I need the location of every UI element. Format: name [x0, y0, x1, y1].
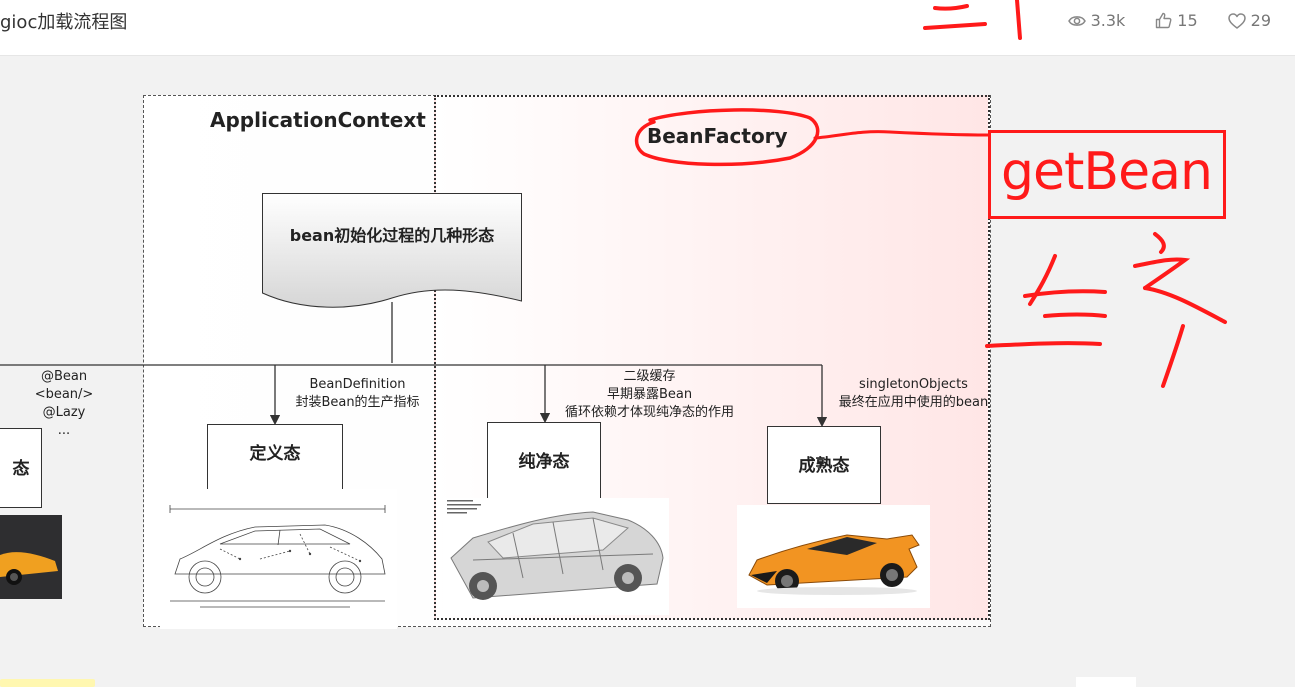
- car-blueprint-drawing: [160, 489, 397, 629]
- application-context-label: ApplicationContext: [210, 108, 426, 132]
- state-label: 成熟态: [798, 456, 850, 476]
- likes-count: 15: [1177, 11, 1198, 30]
- car-chassis-image: [443, 498, 669, 615]
- sports-car-image: [737, 505, 930, 608]
- thumbs-up-icon: [1156, 12, 1172, 29]
- sports-car-thumbnail: [0, 515, 62, 599]
- bean-factory-circle-scribble: [634, 108, 990, 167]
- favorite-button[interactable]: 29: [1227, 11, 1271, 30]
- blueprint-car-image: [160, 489, 397, 629]
- note-line: 早期暴露Bean: [606, 387, 693, 402]
- note-line: 最终在应用中使用的bean: [838, 395, 989, 410]
- get-bean-label: getBean: [1001, 142, 1213, 202]
- note-line: 循环依赖才体现纯净态的作用: [564, 405, 734, 420]
- document-shape: [262, 193, 522, 308]
- floating-panel-edge: [1076, 677, 1136, 687]
- views-stat[interactable]: 3.3k: [1067, 11, 1126, 30]
- document-title: gioc加载流程图: [0, 12, 128, 33]
- eye-icon: [1067, 15, 1086, 26]
- article-stats: 3.3k 15 29: [1067, 11, 1271, 30]
- branch-note-pure: 二级缓存 早期暴露Bean 循环依赖才体现纯净态的作用: [552, 368, 747, 422]
- like-button[interactable]: 15: [1155, 11, 1198, 30]
- note-line: BeanDefinition: [309, 377, 406, 392]
- branch-note-mature: singletonObjects 最终在应用中使用的bean: [826, 376, 1001, 412]
- branch-note-definition: BeanDefinition 封装Bean的生产指标: [285, 376, 430, 412]
- get-bean-annotation: getBean: [988, 130, 1226, 219]
- car-chassis-drawing: [443, 498, 669, 615]
- note-line: <bean/>: [34, 387, 94, 402]
- state-box-left-partial: 态: [0, 428, 42, 508]
- favorites-count: 29: [1250, 11, 1271, 30]
- sports-car-image-partial: [0, 515, 62, 599]
- state-label: 定义态: [249, 444, 301, 464]
- orange-sports-car-drawing: [737, 505, 930, 608]
- note-line: @Lazy: [42, 405, 86, 420]
- views-count: 3.3k: [1090, 11, 1126, 30]
- heart-icon: [1227, 12, 1246, 29]
- diagram-connectors: [0, 302, 828, 428]
- bean-lifecycle-diagram: ApplicationContext BeanFactory: [0, 56, 1295, 685]
- left-annotation-notes: @Bean <bean/> @Lazy ...: [28, 368, 100, 440]
- note-line: singletonObjects: [859, 377, 968, 392]
- article-header: gioc加载流程图 3.3k 15 29: [0, 0, 1295, 56]
- note-line: ...: [57, 423, 71, 438]
- article-canvas: ApplicationContext BeanFactory: [0, 56, 1295, 687]
- bean-factory-label: BeanFactory: [647, 124, 788, 148]
- state-box-mature: 成熟态: [767, 426, 881, 504]
- note-line: 封装Bean的生产指标: [295, 395, 420, 410]
- root-node-label: bean初始化过程的几种形态: [289, 226, 495, 245]
- note-line: 二级缓存: [623, 369, 676, 384]
- state-label: 纯净态: [518, 452, 570, 472]
- note-line: @Bean: [40, 369, 88, 384]
- state-label: 态: [12, 459, 30, 479]
- state-box-pure: 纯净态: [487, 422, 601, 500]
- handwritten-scribble-top: [923, 0, 1022, 40]
- root-node: bean初始化过程的几种形态: [262, 193, 522, 308]
- sticky-note-tab[interactable]: [0, 679, 95, 687]
- handwritten-scribble-right: [985, 232, 1227, 388]
